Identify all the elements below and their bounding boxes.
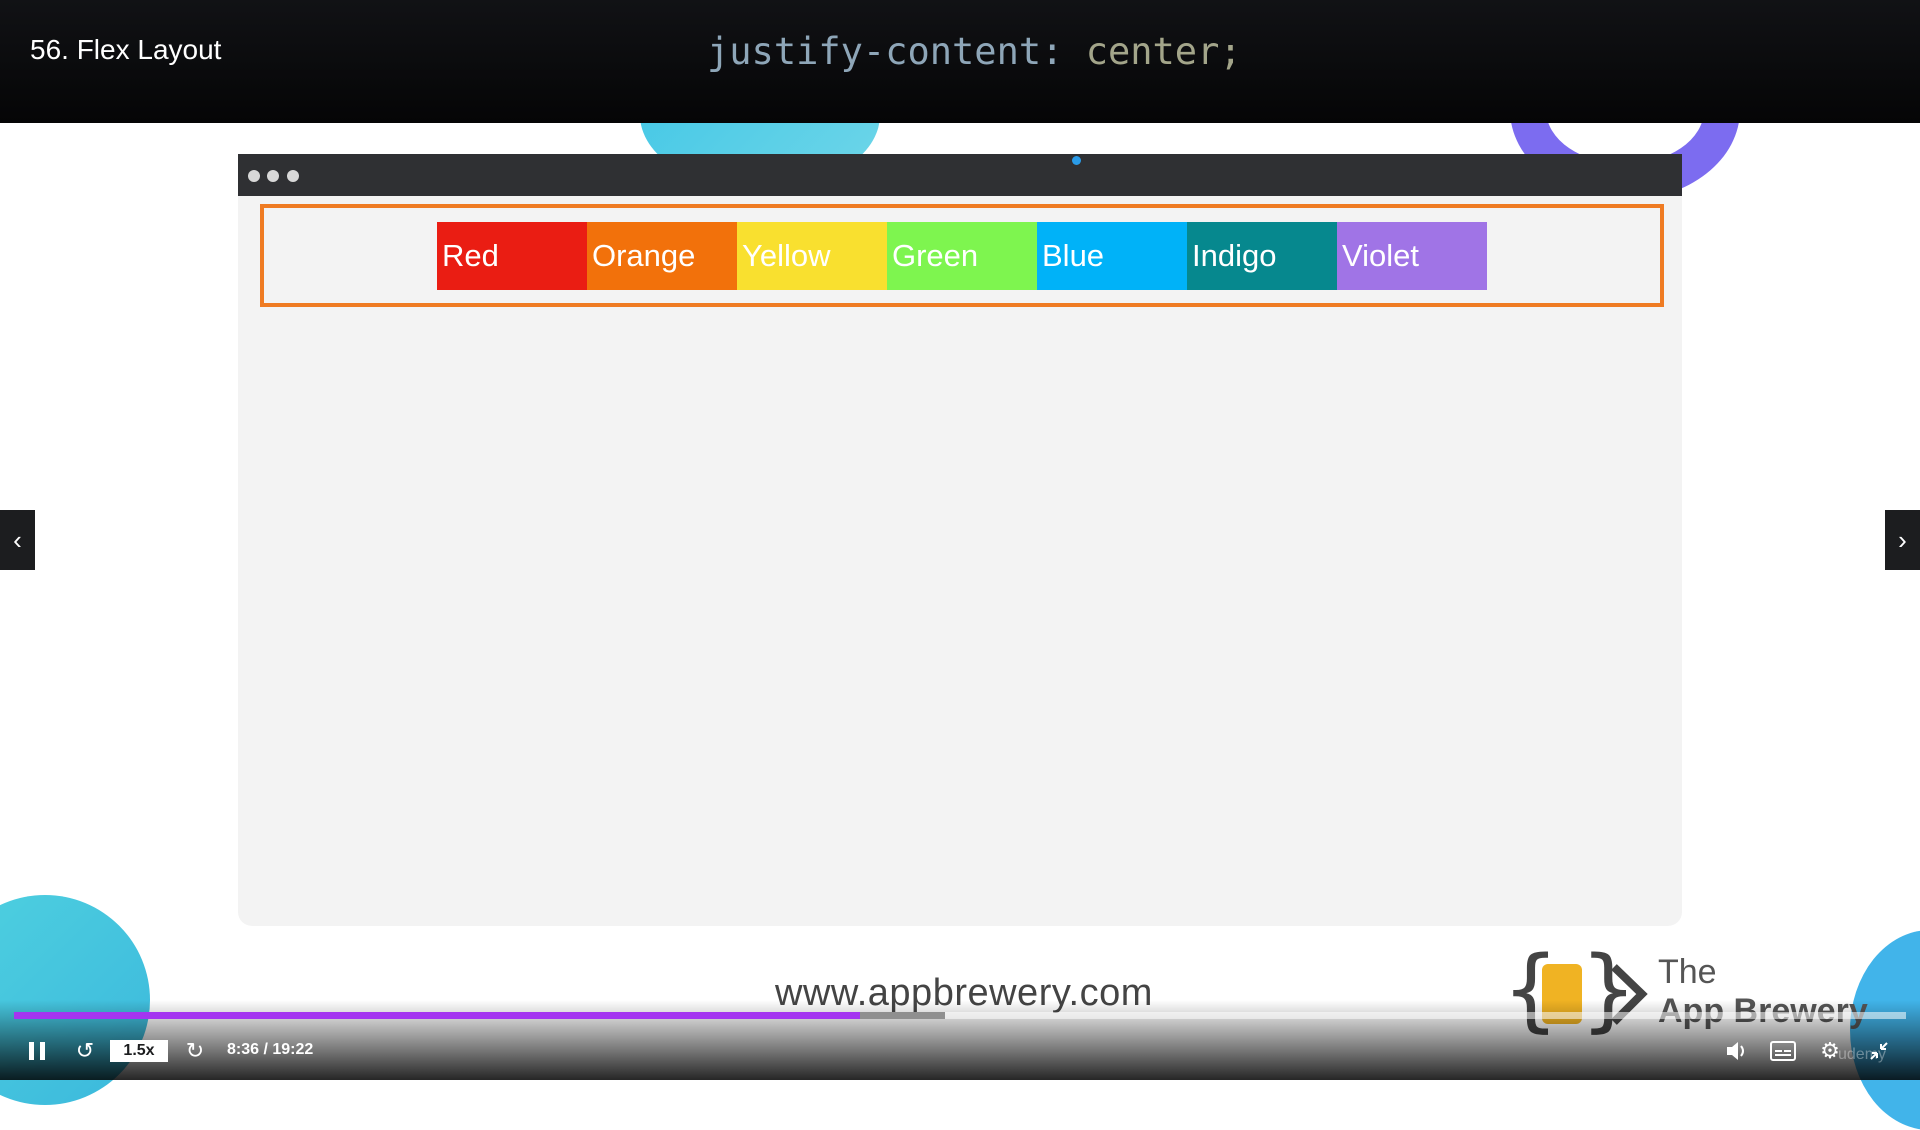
code-value: center; <box>1063 30 1242 73</box>
exit-fullscreen-icon <box>1870 1042 1888 1060</box>
progress-bar[interactable] <box>14 1012 1906 1019</box>
flex-item-orange: Orange <box>587 221 737 290</box>
captions-button[interactable] <box>1768 1036 1798 1066</box>
rewind-icon: ↺ <box>75 1038 95 1063</box>
playback-speed-button[interactable]: 1.5x <box>110 1040 168 1062</box>
next-lecture-button[interactable]: › <box>1885 510 1920 570</box>
fullscreen-button[interactable] <box>1864 1036 1894 1066</box>
flex-item-indigo: Indigo <box>1187 221 1337 290</box>
browser-toolbar <box>238 154 1682 196</box>
chevron-left-icon: ‹ <box>13 524 22 555</box>
window-dot <box>287 170 299 182</box>
time-display: 8:36 / 19:22 <box>227 1041 314 1058</box>
video-header: 56. Flex Layout justify-content: center; <box>0 0 1920 123</box>
flex-item-green: Green <box>887 221 1037 290</box>
code-snippet: justify-content: center; <box>707 30 1242 73</box>
settings-button[interactable]: ⚙ <box>1815 1036 1845 1066</box>
chevron-right-icon: › <box>1898 524 1907 555</box>
progress-played <box>14 1012 860 1019</box>
captions-icon <box>1770 1041 1796 1061</box>
volume-icon <box>1727 1042 1744 1060</box>
pause-icon <box>29 1042 34 1060</box>
code-property: justify-content: <box>707 30 1064 73</box>
gear-icon: ⚙ <box>1820 1038 1840 1063</box>
forward-button[interactable]: ↻ <box>180 1036 210 1066</box>
flex-item-violet: Violet <box>1337 221 1487 290</box>
flex-item-red: Red <box>437 221 587 290</box>
flex-item-yellow: Yellow <box>737 221 887 290</box>
window-dot <box>267 170 279 182</box>
udemy-watermark: udemy <box>1838 1046 1887 1063</box>
forward-icon: ↻ <box>185 1038 205 1063</box>
pause-button[interactable] <box>24 1036 50 1066</box>
cursor-indicator <box>1072 156 1081 165</box>
previous-lecture-button[interactable]: ‹ <box>0 510 35 570</box>
logo-text-the: The <box>1658 953 1717 991</box>
rewind-button[interactable]: ↺ <box>70 1036 100 1066</box>
volume-button[interactable] <box>1722 1036 1752 1066</box>
window-dot <box>248 170 260 182</box>
flex-item-blue: Blue <box>1037 221 1187 290</box>
lecture-title: 56. Flex Layout <box>30 34 222 65</box>
